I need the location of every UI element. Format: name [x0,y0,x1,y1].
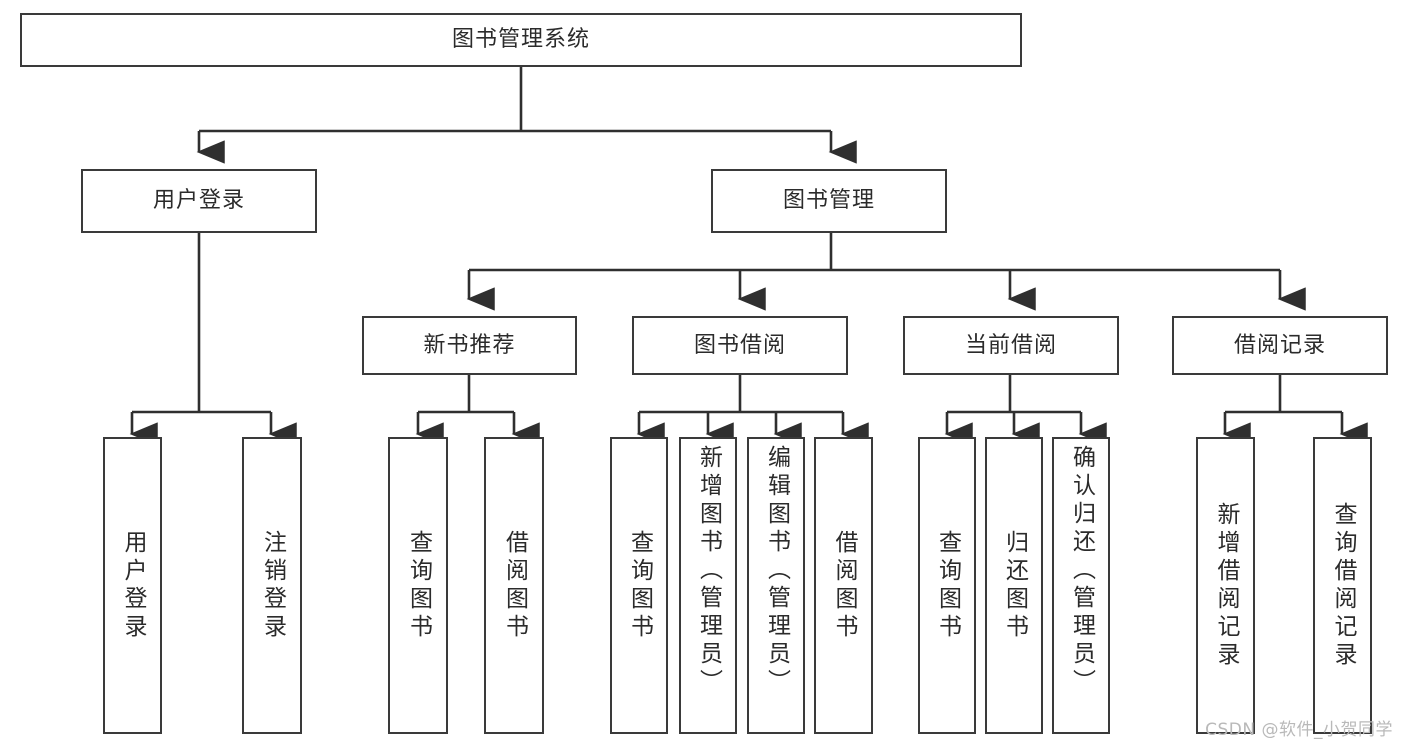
node-label: 用户登录 [152,188,245,214]
node-label: 新增图书（管理员） [695,445,722,697]
node-label: 查询图书 [405,529,432,642]
leaf-query-book-recommend[interactable]: 查询图书 [388,437,448,734]
leaf-add-borrow-record[interactable]: 新增借阅记录 [1196,437,1255,734]
node-book-borrow[interactable]: 图书借阅 [632,316,848,375]
node-label: 图书管理系统 [451,27,590,53]
node-label: 查询图书 [934,529,961,642]
node-label: 确认归还（管理员） [1068,445,1095,697]
leaf-edit-book-admin[interactable]: 编辑图书（管理员） [747,437,805,734]
node-label: 图书借阅 [693,332,786,358]
node-book-management[interactable]: 图书管理 [711,169,947,233]
node-user-login[interactable]: 用户登录 [81,169,317,233]
node-label: 编辑图书（管理员） [763,445,790,697]
leaf-query-borrow-record[interactable]: 查询借阅记录 [1313,437,1372,734]
leaf-add-book-admin[interactable]: 新增图书（管理员） [679,437,737,734]
leaf-logout-login[interactable]: 注销登录 [242,437,302,734]
node-label: 借阅图书 [831,529,857,642]
node-label: 图书管理 [782,188,875,214]
node-label: 当前借阅 [964,332,1057,358]
node-label: 查询借阅记录 [1330,501,1356,670]
node-root-book-management-system[interactable]: 图书管理系统 [20,13,1022,67]
leaf-borrow-book[interactable]: 借阅图书 [814,437,873,734]
leaf-return-book[interactable]: 归还图书 [985,437,1043,734]
node-new-book-recommend[interactable]: 新书推荐 [362,316,577,375]
node-label: 新书推荐 [423,332,516,358]
node-current-borrow[interactable]: 当前借阅 [903,316,1119,375]
node-label: 新增借阅记录 [1213,501,1239,670]
node-label: 借阅图书 [501,529,528,642]
leaf-user-login[interactable]: 用户登录 [103,437,162,734]
node-borrow-record[interactable]: 借阅记录 [1172,316,1388,375]
leaf-borrow-book-recommend[interactable]: 借阅图书 [484,437,544,734]
node-label: 注销登录 [259,529,286,642]
node-label: 归还图书 [1001,529,1028,642]
leaf-confirm-return-admin[interactable]: 确认归还（管理员） [1052,437,1110,734]
leaf-query-book-borrow[interactable]: 查询图书 [610,437,668,734]
node-label: 用户登录 [120,529,146,642]
leaf-query-book-current[interactable]: 查询图书 [918,437,976,734]
node-label: 查询图书 [626,529,653,642]
node-label: 借阅记录 [1233,332,1326,358]
